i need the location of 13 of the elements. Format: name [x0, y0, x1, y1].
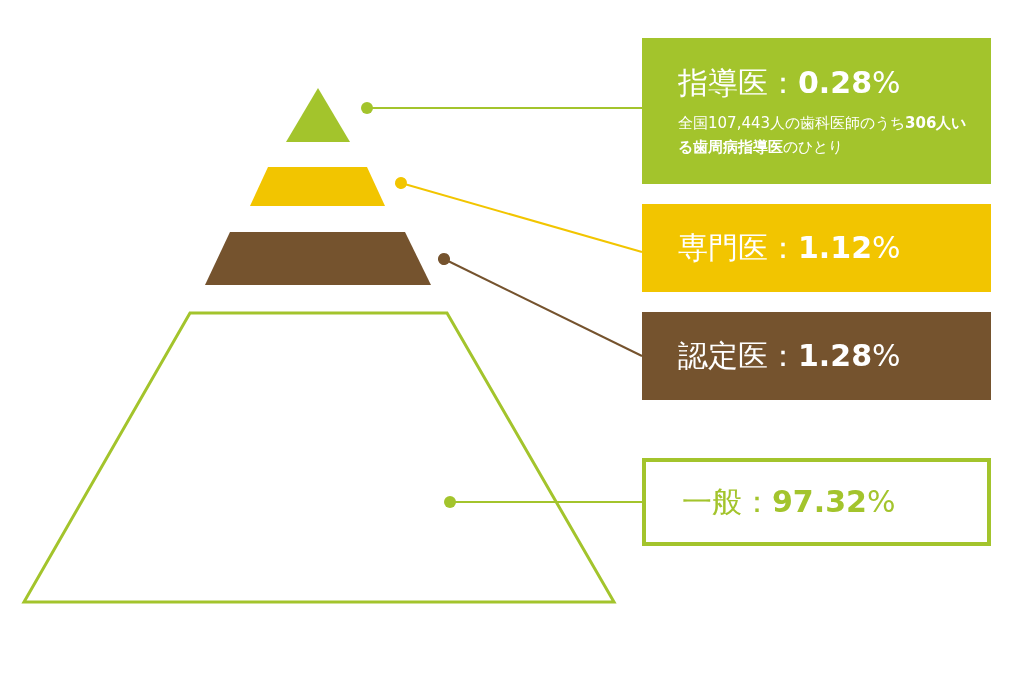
- leader-line: [444, 496, 643, 508]
- rank-percentage: 専門医：1.12%: [678, 228, 902, 267]
- percentage-panel: [642, 204, 991, 292]
- leader-line: [395, 177, 643, 253]
- rank-percentage: 指導医：0.28%: [678, 64, 902, 103]
- leader-line: [361, 102, 643, 114]
- description-text: 全国107,443人の歯科医師のうち306人いる歯周病指導医のひとり: [678, 113, 968, 158]
- percentage-panel: [642, 38, 991, 184]
- rank-percentage: 認定医：1.28%: [678, 336, 902, 375]
- rank-percentage: 一般：97.32%: [682, 482, 897, 521]
- percentage-panel: [642, 458, 991, 546]
- percentage-panel: [642, 312, 991, 400]
- leader-line: [438, 253, 643, 357]
